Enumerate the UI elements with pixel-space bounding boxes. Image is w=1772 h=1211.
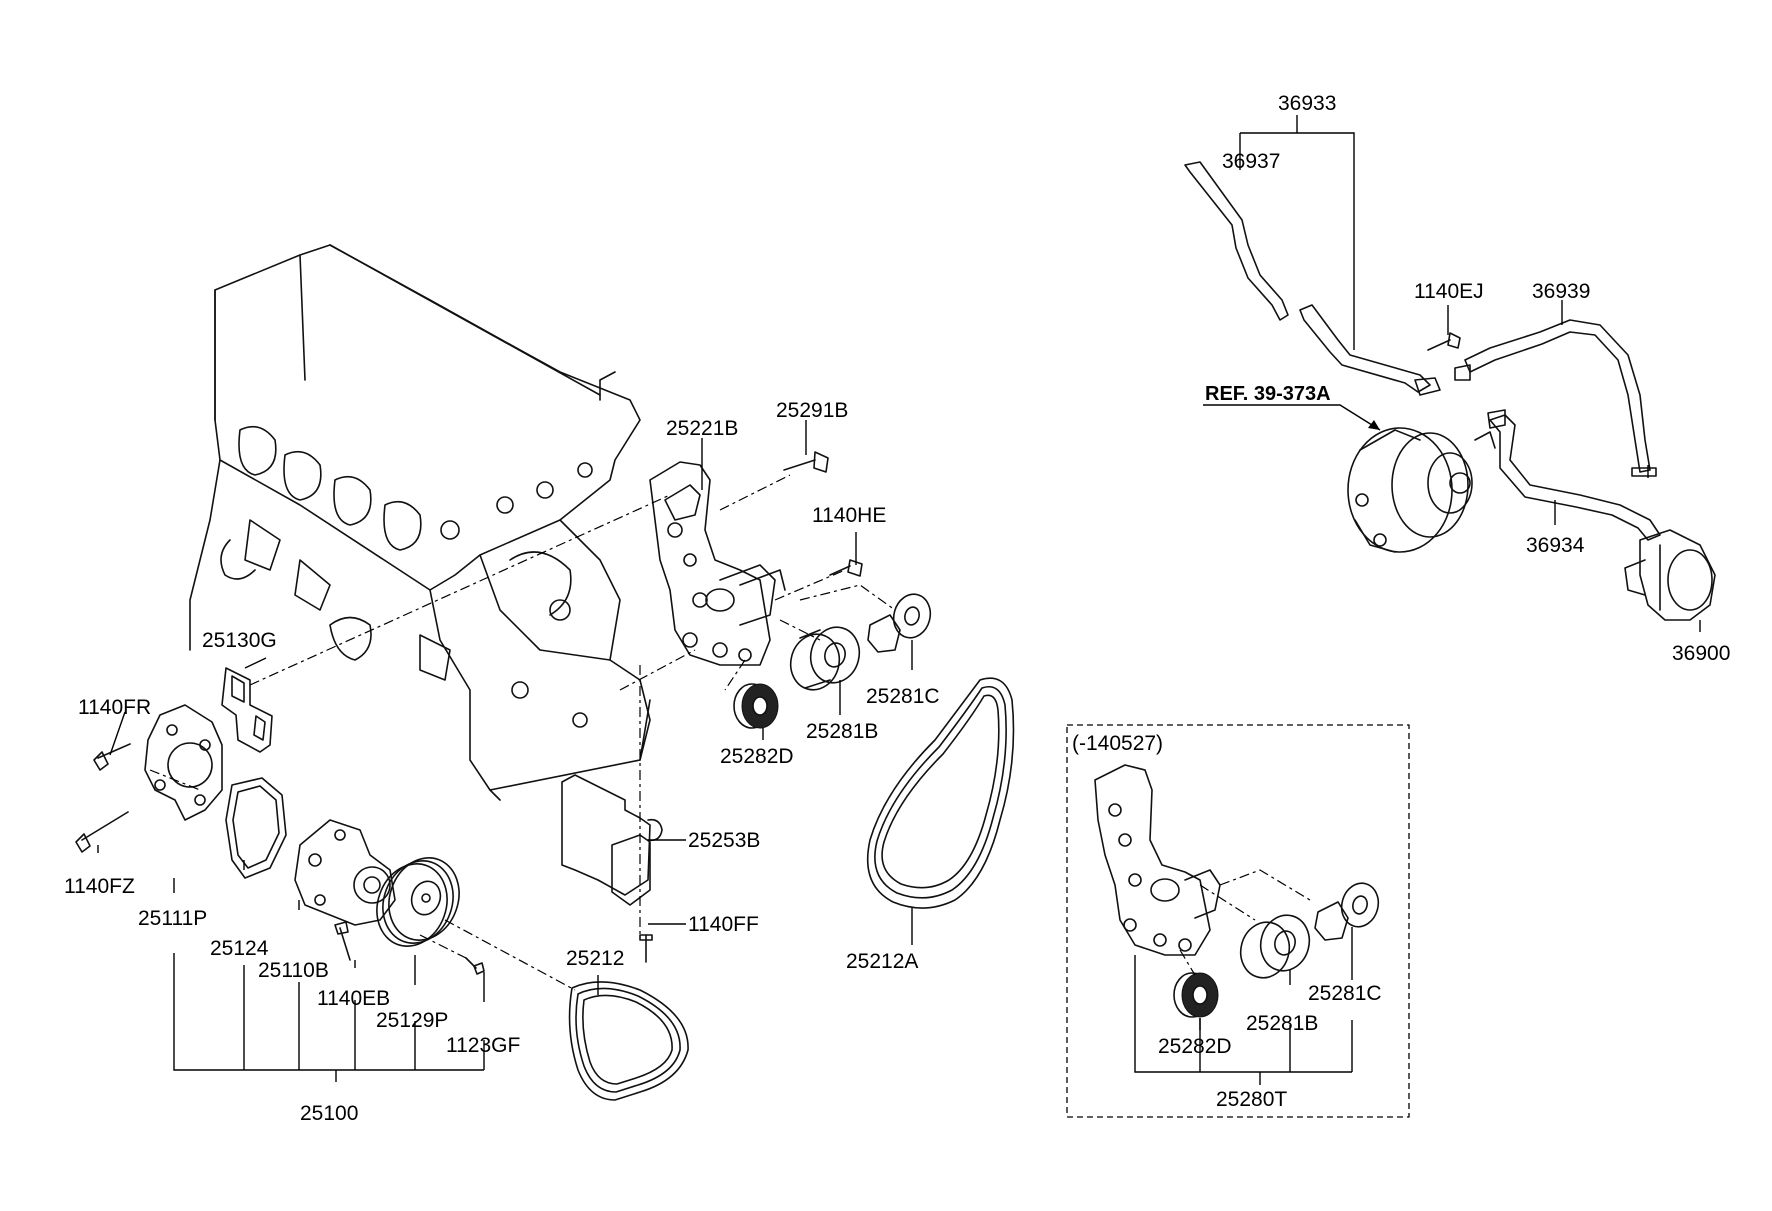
bolt-1140HE (829, 559, 863, 577)
inset-idler-pulley-25281B (1239, 914, 1311, 979)
label-inset-date: (-140527) (1072, 732, 1163, 755)
belt-25212 (568, 981, 689, 1101)
vacuum-pump-ref (1347, 427, 1496, 553)
label-25281B: 25281B (806, 720, 878, 743)
label-25124: 25124 (210, 937, 269, 960)
inset-tensioner-25281C (1314, 882, 1380, 941)
label-ref-39-373A: REF. 39-373A (1205, 383, 1331, 405)
bolt-1140EJ (1427, 332, 1461, 351)
water-pump-housing-25111P (144, 704, 223, 821)
label-inset-25282D: 25282D (1158, 1035, 1232, 1058)
label-1140HE: 1140HE (812, 504, 886, 527)
label-1140EJ: 1140EJ (1414, 280, 1484, 303)
label-25130G: 25130G (202, 629, 277, 652)
inset-frame (1066, 724, 1410, 1118)
pipe-36939 (1454, 319, 1657, 477)
gasket-25130G (221, 667, 273, 753)
label-1140FZ: 1140FZ (64, 875, 135, 898)
idler-pulley-25281B (789, 626, 861, 691)
label-25212: 25212 (566, 947, 624, 970)
label-inset-25281C: 25281C (1308, 982, 1382, 1005)
label-25221B: 25221B (666, 417, 738, 440)
label-36937: 36937 (1222, 150, 1280, 173)
label-25253B: 25253B (688, 829, 760, 852)
bolt-1140FR (93, 743, 131, 771)
engine-block (189, 244, 651, 801)
label-inset-25281B: 25281B (1246, 1012, 1318, 1035)
label-25100: 25100 (300, 1102, 358, 1125)
label-25282D: 25282D (720, 745, 794, 768)
pipe-36937 (1184, 161, 1441, 396)
alternator-bracket-25221B (649, 461, 786, 666)
label-1123GF: 1123GF (446, 1034, 520, 1057)
belt-25212A (866, 677, 1015, 909)
bracket-25253B (561, 774, 663, 906)
label-1140EB: 1140EB (317, 987, 390, 1010)
label-25110B: 25110B (258, 959, 329, 982)
label-25111P: 25111P (138, 907, 207, 930)
label-36900: 36900 (1672, 642, 1730, 665)
alignment-lines (149, 474, 1311, 991)
pipe-36934 (1487, 409, 1661, 541)
label-36939: 36939 (1532, 280, 1590, 303)
label-1140FR: 1140FR (78, 696, 151, 719)
label-25129P: 25129P (376, 1009, 448, 1032)
bolt-1140EB (334, 921, 351, 961)
water-pump-25110B (294, 819, 396, 926)
leader-lines (97, 115, 1701, 1085)
label-36933: 36933 (1278, 92, 1336, 115)
label-inset-25280T: 25280T (1216, 1088, 1287, 1111)
label-1140FF: 1140FF (688, 913, 759, 936)
inset-idler-pulley-25282D (1173, 972, 1219, 1018)
label-25281C: 25281C (866, 685, 940, 708)
bolt-1123GF (465, 957, 485, 975)
idler-pulley-25282D (733, 683, 779, 729)
inset-bracket (1094, 764, 1221, 956)
bolt-1140FZ (75, 811, 129, 853)
bolt-1140FF (639, 934, 653, 963)
tensioner-25281C (867, 593, 932, 653)
label-25212A: 25212A (846, 950, 918, 973)
label-25291B: 25291B (776, 399, 848, 422)
gasket-25124 (225, 777, 287, 879)
bolt-25291B (783, 451, 829, 473)
part-labels: 36933 36937 1140EJ 36939 REF. 39-373A 36… (64, 92, 1730, 1125)
pump-36900 (1624, 529, 1716, 621)
label-36934: 36934 (1526, 534, 1585, 557)
pulley-25129P (376, 857, 460, 947)
